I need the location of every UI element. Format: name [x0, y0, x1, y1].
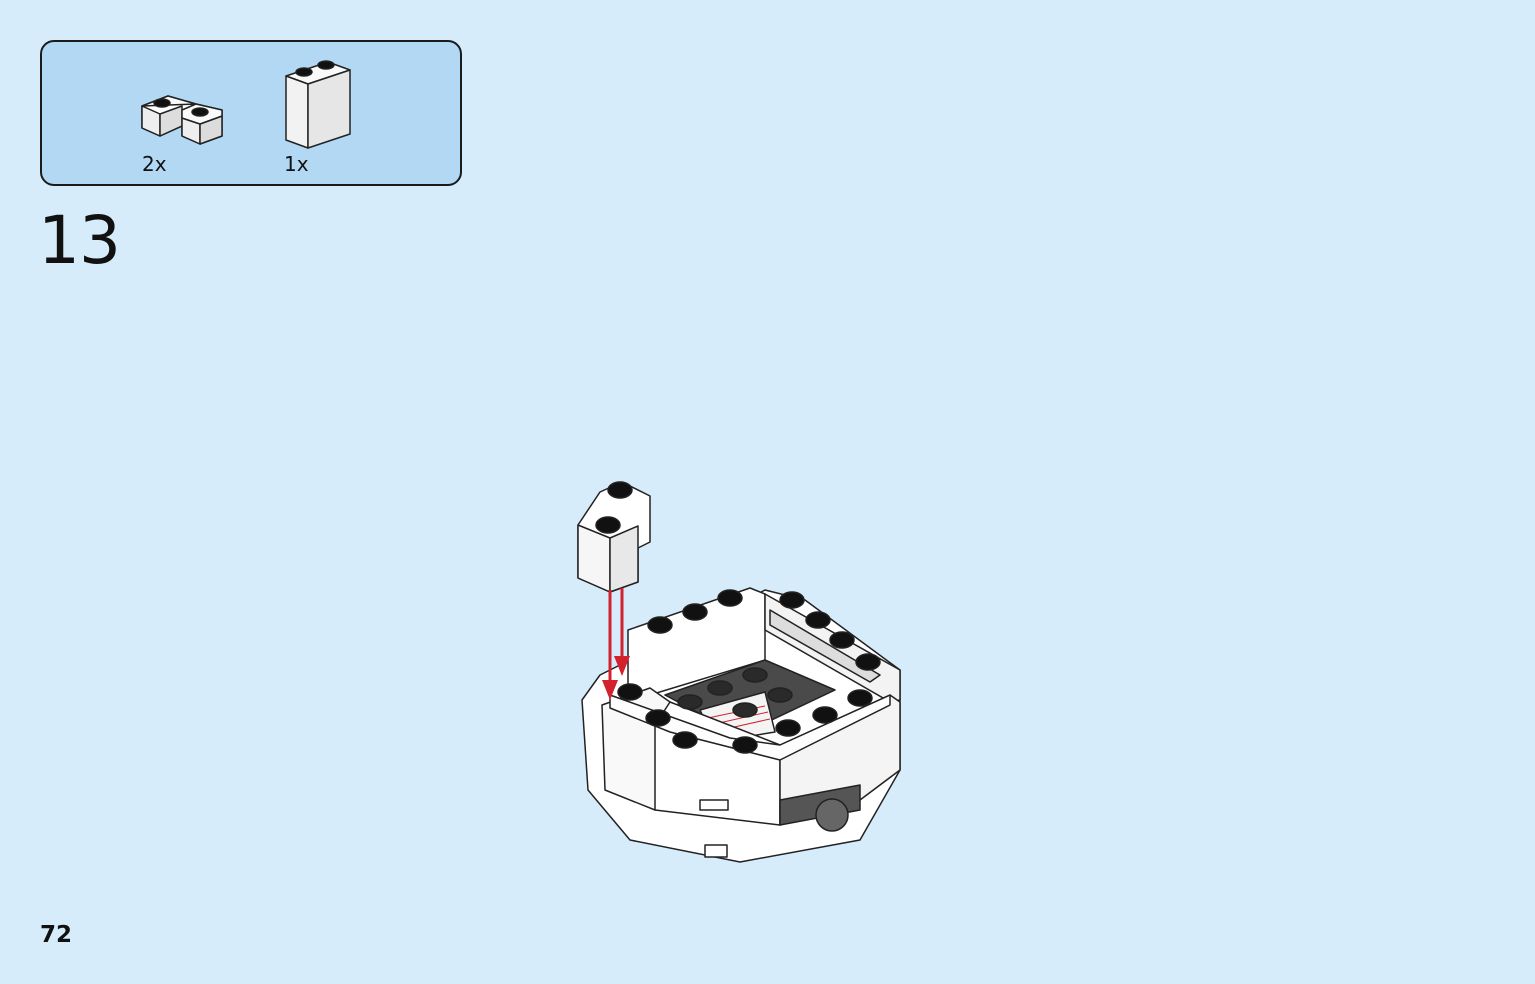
white-corner-brick-icon: 2x: [138, 88, 228, 174]
assembly-model-illustration: [570, 470, 910, 874]
parts-list-panel: 2x 1x: [40, 40, 462, 186]
part-quantity: 2x: [142, 152, 167, 176]
white-brick-1x2x2-icon: 1x: [282, 58, 357, 174]
part-quantity: 1x: [284, 152, 309, 176]
page-number: 72: [40, 922, 73, 948]
step-number: 13: [38, 202, 121, 279]
